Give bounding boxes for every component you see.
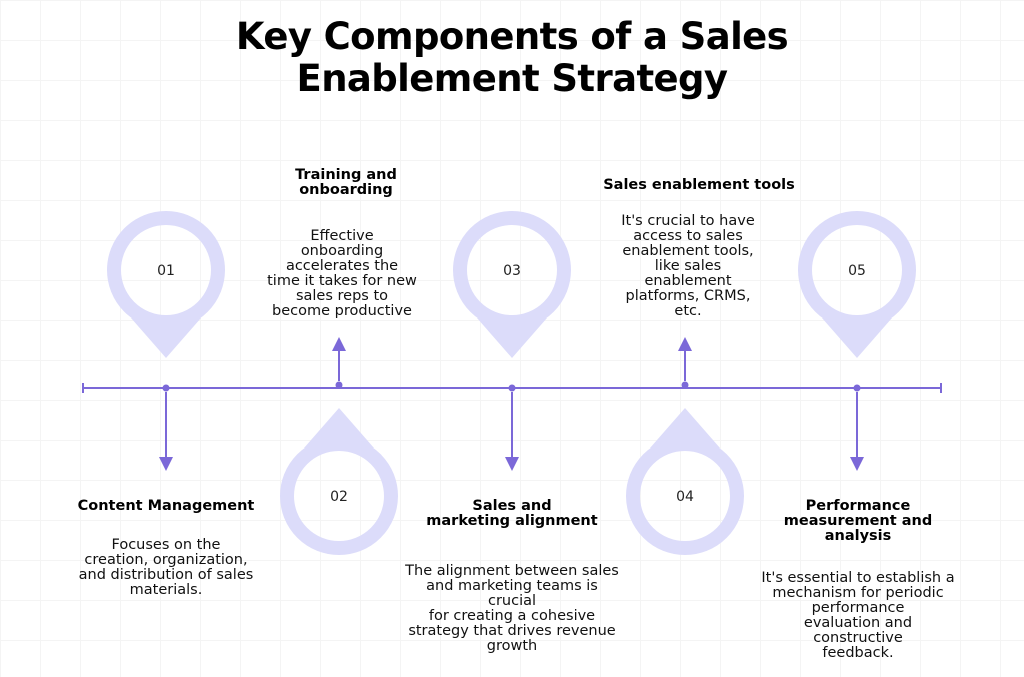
description-line: sales reps to (295, 288, 389, 304)
description-line: enablement tools, (622, 243, 754, 259)
description-line: onboarding (300, 243, 384, 259)
heading-line: onboarding (299, 182, 393, 198)
pin-number: 02 (330, 489, 348, 505)
pin-number: 01 (157, 263, 175, 279)
pin-tip (131, 318, 201, 358)
component-02-heading: Training and onboarding (236, 168, 456, 198)
description-line: become productive (272, 303, 412, 319)
description-line: Effective (310, 228, 374, 244)
pin-tip (304, 408, 374, 448)
description-line: performance (811, 600, 905, 616)
description-line: Focuses on the (111, 537, 221, 553)
description-line: evaluation and (803, 615, 913, 631)
axis-dot (162, 384, 170, 392)
description-line: The alignment between sales (405, 563, 619, 579)
component-01-heading: Content Management (56, 499, 276, 514)
description-line: mechanism for periodic (772, 585, 944, 601)
component-03-heading: Sales and marketing alignment (392, 499, 632, 529)
heading-line: Sales and (472, 498, 552, 514)
title-line: Key Components of a Sales (235, 15, 789, 58)
heading-line: Performance (805, 498, 911, 514)
component-02-description: Effective onboarding accelerates the tim… (222, 229, 462, 319)
heading-line: Content Management (77, 498, 255, 514)
description-line: for creating a cohesive (428, 608, 596, 624)
description-line: and marketing teams is (426, 578, 598, 594)
component-01-description: Focuses on the creation, organization, a… (46, 538, 286, 598)
description-line: constructive (813, 630, 903, 646)
heading-line: Training and (295, 167, 397, 183)
pin-number: 05 (848, 263, 866, 279)
title-line: Enablement Strategy (296, 57, 729, 100)
axis-dot (335, 381, 343, 389)
axis-dot (681, 381, 689, 389)
description-line: materials. (129, 582, 203, 598)
component-04-description: It's crucial to have access to sales ena… (568, 214, 808, 319)
description-line: accelerates the (285, 258, 399, 274)
component-05-description: It's essential to establish a mechanism … (738, 571, 978, 661)
axis-dot (508, 384, 516, 392)
description-line: access to sales (633, 228, 743, 244)
description-line: etc. (674, 303, 702, 319)
heading-line: analysis (824, 528, 892, 544)
description-line: crucial (487, 593, 537, 609)
heading-line: marketing alignment (426, 513, 598, 529)
description-line: like sales (654, 258, 722, 274)
component-03: 03 (453, 211, 571, 471)
component-03-description: The alignment between sales and marketin… (377, 564, 647, 654)
component-02: 02 (280, 337, 398, 555)
pin-number: 03 (503, 263, 521, 279)
component-05-heading: Performance measurement and analysis (748, 499, 968, 544)
component-04-heading: Sales enablement tools (574, 178, 824, 193)
pin-number: 04 (676, 489, 694, 505)
description-line: feedback. (822, 645, 894, 661)
description-line: time it takes for new (267, 273, 417, 289)
description-line: platforms, CRMS, (625, 288, 751, 304)
description-line: growth (486, 638, 538, 654)
description-line: It's essential to establish a (761, 570, 955, 586)
heading-line: measurement and (783, 513, 933, 529)
component-01: 01 (107, 211, 225, 471)
description-line: enablement (644, 273, 732, 289)
page-title: Key Components of a Sales Enablement Str… (0, 16, 1024, 100)
component-04: 04 (626, 337, 744, 555)
heading-line: Sales enablement tools (603, 177, 795, 193)
pin-tip (477, 318, 547, 358)
description-line: creation, organization, (84, 552, 248, 568)
description-line: It's crucial to have (621, 213, 755, 229)
axis-dot (853, 384, 861, 392)
pin-tip (650, 408, 720, 448)
description-line: strategy that drives revenue (408, 623, 616, 639)
pin-tip (822, 318, 892, 358)
description-line: and distribution of sales (78, 567, 254, 583)
component-05: 05 (798, 211, 916, 471)
